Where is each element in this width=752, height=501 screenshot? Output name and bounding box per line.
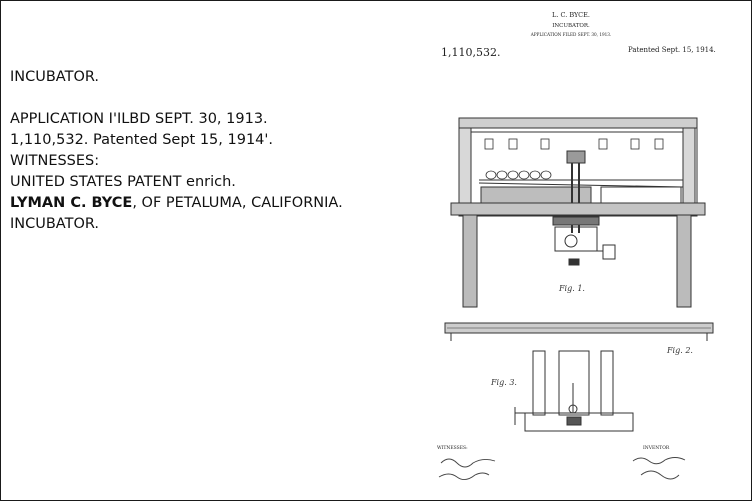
fig2-label: Fig. 2. [666, 346, 693, 355]
application-line: APPLICATION I'ILBD SEPT. 30, 1913. [10, 111, 268, 127]
patent-number-line: 1,110,532. Patented Sept 15, 1914'. [10, 132, 273, 148]
sheet-number: 1,110,532. [441, 46, 500, 59]
sheet-inventor: L. C. BYCE. [552, 11, 590, 19]
sheet-title: INCUBATOR. [552, 23, 590, 29]
fig3-label: Fig. 3. [490, 378, 517, 387]
blank-line [10, 88, 420, 109]
inventor-signature [632, 457, 686, 480]
witnesses-line: WITNESSES: [10, 153, 100, 169]
inventor-line: LYMAN C. BYCE, OF PETALUMA, CALIFORNIA. [10, 193, 420, 214]
ocr-text-block: INCUBATOR. APPLICATION I'ILBD SEPT. 30, … [10, 67, 420, 235]
inventor-location: , OF PETALUMA, CALIFORNIA. [132, 195, 343, 211]
witness-signatures [438, 458, 496, 480]
sheet-patented: Patented Sept. 15, 1914. [628, 46, 716, 54]
fig2-drawing [444, 322, 714, 341]
witnesses-label: WITNESSES: [437, 445, 468, 451]
fig1-label: Fig. 1. [558, 284, 585, 293]
patent-drawing: L. C. BYCE. INCUBATOR. APPLICATION FILED… [437, 11, 716, 480]
patent-drawing-sheet: L. C. BYCE. INCUBATOR. APPLICATION FILED… [421, 5, 721, 497]
inventor-name: LYMAN C. BYCE [10, 195, 133, 211]
title-line: INCUBATOR. [10, 69, 100, 85]
inventor-label: INVENTOR [643, 445, 670, 451]
closing-title-line: INCUBATOR. [10, 216, 100, 232]
sheet-application: APPLICATION FILED SEPT. 30, 1913. [530, 32, 612, 37]
patent-office-line: UNITED STATES PATENT enrich. [10, 174, 236, 190]
fig3-drawing [514, 350, 634, 432]
fig1-drawing [450, 117, 706, 308]
